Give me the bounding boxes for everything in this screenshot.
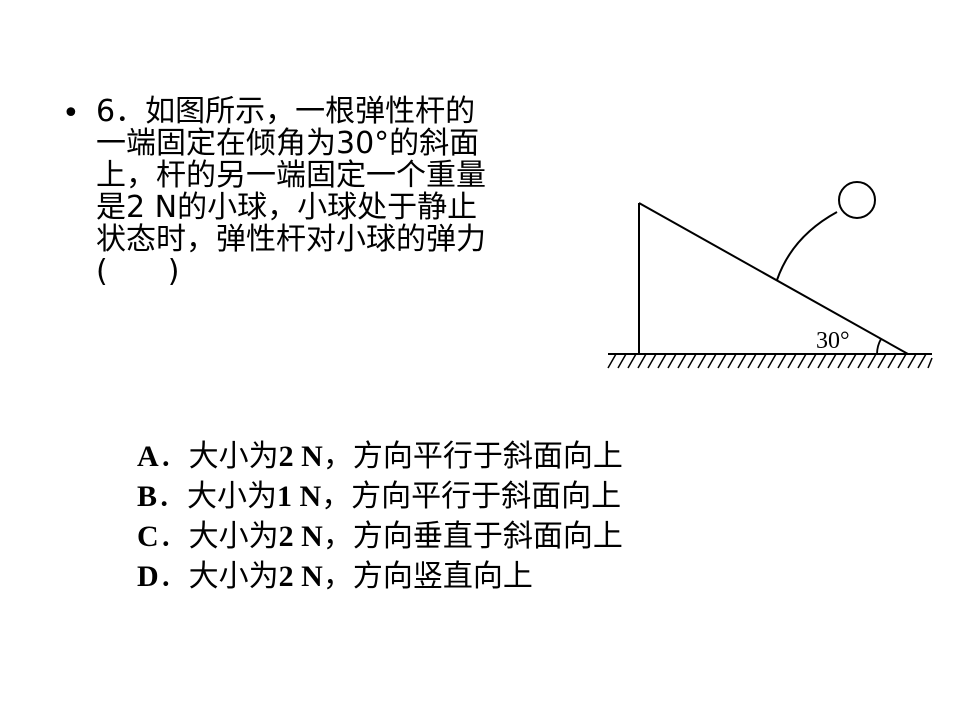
incline-triangle xyxy=(638,202,909,355)
answer-options: A．大小为2 N，方向平行于斜面向上 B．大小为1 N，方向平行于斜面向上 C．… xyxy=(137,437,857,597)
question-line: 是2 N的小球，小球处于静止 xyxy=(96,190,478,225)
option-b[interactable]: B．大小为1 N，方向平行于斜面向上 xyxy=(137,477,857,517)
option-separator: ． xyxy=(157,480,188,513)
incline-diagram: 30° xyxy=(607,181,933,369)
option-text: 大小为 xyxy=(188,520,279,553)
question-line: 上，杆的另一端固定一个重量 xyxy=(96,158,486,193)
option-d[interactable]: D．大小为2 N，方向竖直向上 xyxy=(137,557,857,597)
option-value: 2 N xyxy=(278,520,323,553)
question-line: 状态时，弹性杆对小球的弹力 xyxy=(96,222,486,257)
option-value: 1 N xyxy=(277,480,322,513)
option-text: ，方向竖直向上 xyxy=(322,560,533,593)
question-line: 一端固定在倾角为30°的斜面 xyxy=(96,126,480,161)
option-text: 大小为 xyxy=(187,480,278,513)
option-text: ，方向垂直于斜面向上 xyxy=(322,520,623,553)
option-separator: ． xyxy=(158,560,189,593)
option-letter: B xyxy=(137,480,158,513)
question-text: 6．如图所示，一根弹性杆的 一端固定在倾角为30°的斜面 上，杆的另一端固定一个… xyxy=(96,96,596,288)
ball xyxy=(838,181,876,219)
option-text: ，方向平行于斜面向上 xyxy=(321,480,622,513)
answer-blank: ( ) xyxy=(96,254,180,289)
incline-figure: 30° xyxy=(600,170,940,380)
angle-arc xyxy=(876,338,882,355)
option-value: 2 N xyxy=(278,440,323,473)
option-letter: C xyxy=(137,520,159,553)
option-separator: ． xyxy=(158,520,189,553)
option-text: 大小为 xyxy=(188,440,279,473)
ground-hatching xyxy=(607,353,933,369)
option-letter: A xyxy=(137,440,159,473)
option-c[interactable]: C．大小为2 N，方向垂直于斜面向上 xyxy=(137,517,857,557)
option-text: ，方向平行于斜面向上 xyxy=(322,440,623,473)
option-value: 2 N xyxy=(278,560,323,593)
option-letter: D xyxy=(137,560,159,593)
question-line: 6．如图所示，一根弹性杆的 xyxy=(96,94,476,129)
elastic-rod xyxy=(776,211,838,281)
option-text: 大小为 xyxy=(188,560,279,593)
angle-label: 30° xyxy=(816,328,850,354)
option-a[interactable]: A．大小为2 N，方向平行于斜面向上 xyxy=(137,437,857,477)
bullet-point: • xyxy=(62,96,80,131)
option-separator: ． xyxy=(158,440,189,473)
